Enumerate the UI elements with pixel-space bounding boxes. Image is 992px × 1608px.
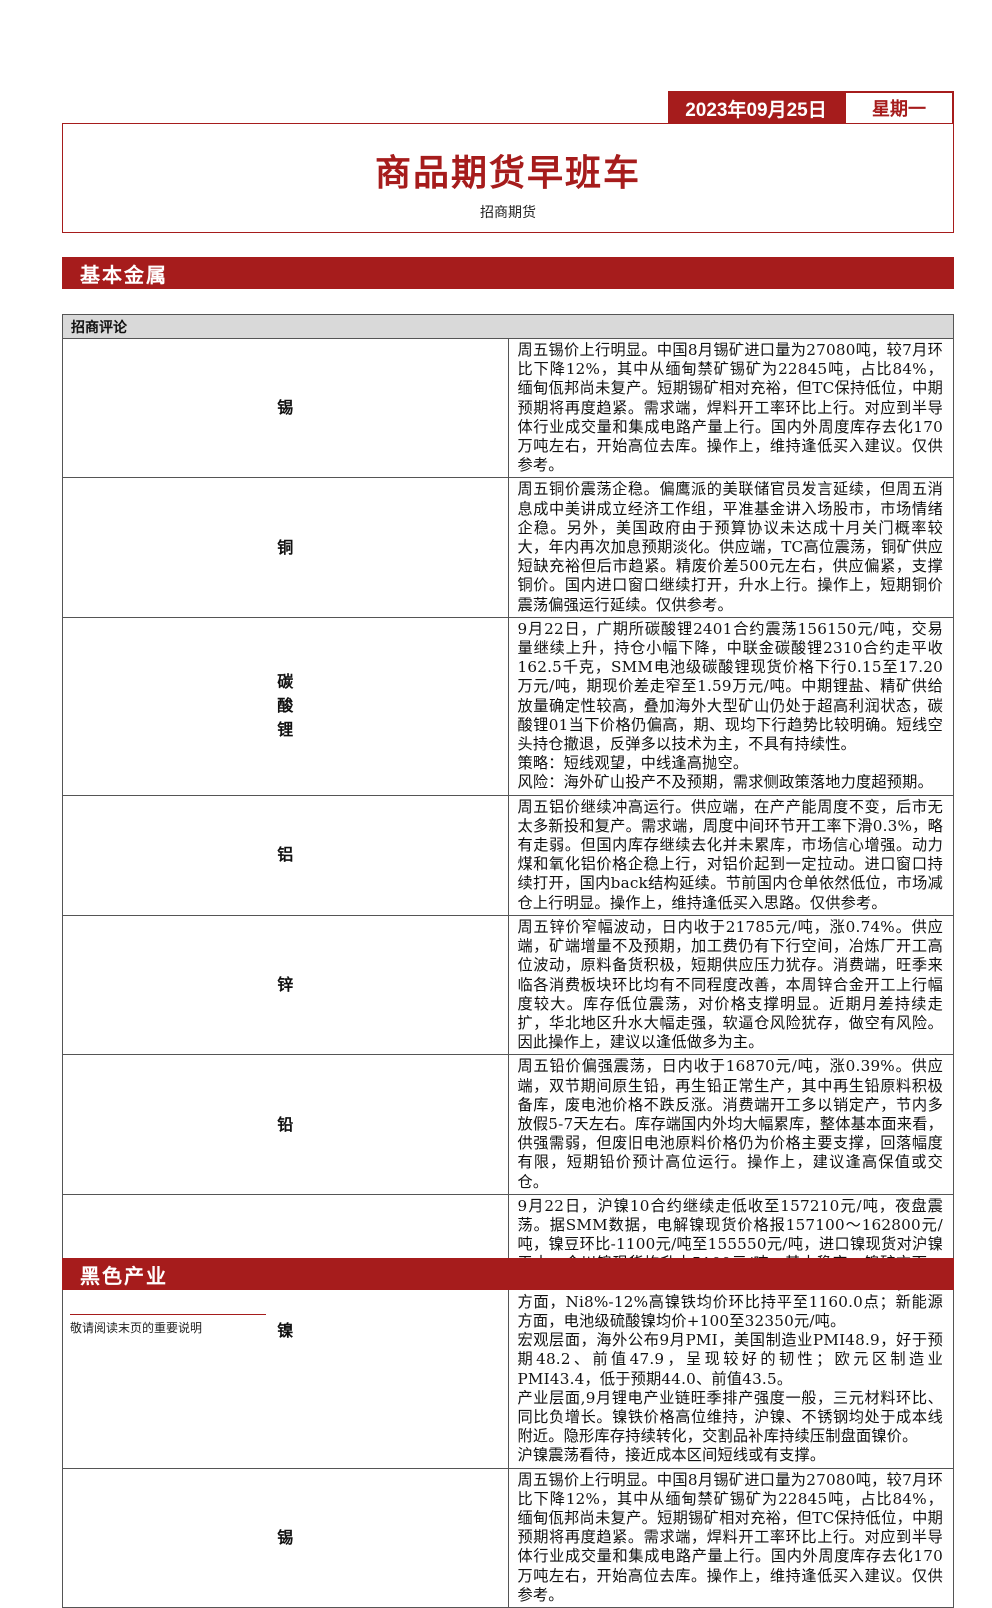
comment-paragraph: 周五锡价上行明显。中国8月锡矿进口量为27080吨，较7月环比下降12%，其中从… (517, 1470, 943, 1604)
metal-label: 铜 (62, 477, 509, 618)
publisher-name: 招商期货 (480, 205, 536, 221)
metal-label: 锡 (62, 337, 509, 479)
comment-paragraph: 风险：海外矿山投产不及预期，需求侧政策落地力度超预期。 (517, 773, 933, 792)
metal-label-char: 锡 (277, 1527, 294, 1547)
comment-paragraph: 周五锡价上行明显。中国8月锡矿进口量为27080吨，较7月环比下降12%，其中从… (517, 341, 943, 475)
comment-paragraph: 周五锌价窄幅波动，日内收于21785元/吨，涨0.74%。供应端，矿端增量不及预… (517, 917, 943, 1052)
metal-label-char: 铅 (277, 1114, 294, 1134)
report-weekday: 星期一 (844, 91, 954, 123)
section-header-ferrous: 黑色产业 (62, 1258, 954, 1290)
comment-text: 周五锡价上行明显。中国8月锡矿进口量为27080吨，较7月环比下降12%，其中从… (507, 337, 954, 479)
comment-text: 周五锌价窄幅波动，日内收于21785元/吨，涨0.74%。供应端，矿端增量不及预… (507, 914, 954, 1056)
metal-label: 锡 (62, 1467, 509, 1608)
date-bar: 2023年09月25日 星期一 (668, 91, 954, 123)
page-title: 商品期货早班车 (374, 153, 641, 194)
metal-label: 碳酸锂 (62, 616, 509, 796)
section-header-basic-metals: 基本金属 (62, 257, 954, 289)
metal-label-char: 锡 (277, 398, 294, 418)
comment-paragraph: 周五铜价震荡企稳。偏鹰派的美联储官员发言延续，但周五消息成中美讲成立经济工作组，… (517, 480, 943, 614)
metal-label: 铅 (62, 1054, 509, 1195)
comment-text: 周五铜价震荡企稳。偏鹰派的美联储官员发言延续，但周五消息成中美讲成立经济工作组，… (507, 477, 954, 618)
metal-label: 铝 (62, 794, 509, 916)
metal-label-char: 镍 (277, 1321, 294, 1341)
table-row: 锡 周五锡价上行明显。中国8月锡矿进口量为27080吨，较7月环比下降12%，其中… (62, 1467, 954, 1608)
metal-label-char: 碳 (277, 672, 294, 692)
footer-divider (70, 1314, 266, 1315)
metal-label-char: 铜 (277, 537, 294, 557)
table-row: 铅 周五铅价偏强震荡，日内收于16870元/吨，涨0.39%。供应端，双节期间原生… (62, 1054, 954, 1195)
comment-text: 周五铝价继续冲高运行。供应端，在产产能周度不变，后市无太多新投和复产。需求端，周… (507, 794, 954, 916)
comment-text: 9月22日，沪镍10合约继续走低收至157210元/吨，夜盘震荡。据SMM数据，… (507, 1193, 954, 1469)
comment-paragraph: 产业层面,9月锂电产业链旺季排产强度一般，三元材料环比、同比负增长。镍铁价格高位… (517, 1388, 943, 1446)
comment-paragraph: 9月22日，广期所碳酸锂2401合约震荡156150元/吨，交易量继续上升，持仓… (517, 619, 943, 754)
metal-label-char: 锌 (277, 975, 294, 995)
metal-label-char: 锂 (277, 720, 294, 740)
report-date: 2023年09月25日 (668, 91, 844, 123)
comment-paragraph: 周五铅价偏强震荡，日内收于16870元/吨，涨0.39%。供应端，双节期间原生铅… (517, 1057, 943, 1191)
metal-label-char: 酸 (277, 696, 294, 716)
metal-label: 锌 (62, 914, 509, 1056)
metal-label-char: 铝 (277, 845, 294, 865)
comment-table-header-row: 招商评论 (62, 314, 954, 339)
comment-text: 9月22日，广期所碳酸锂2401合约震荡156150元/吨，交易量继续上升，持仓… (507, 616, 954, 796)
comment-table: 招商评论 锡周五锡价上行明显。中国8月锡矿进口量为27080吨，较7月环比下降1… (62, 314, 954, 1608)
footer-note: 敬请阅读末页的重要说明 (70, 1321, 203, 1335)
table-row: 锡 周五锡价上行明显。中国8月锡矿进口量为27080吨，较7月环比下降12%，其中… (62, 337, 954, 479)
table-row: 锌 周五锌价窄幅波动，日内收于21785元/吨，涨0.74%。供应端，矿端增量不及… (62, 914, 954, 1056)
title-box: 商品期货早班车 招商期货 (62, 123, 954, 233)
comment-paragraph: 策略：短线观望，中线逢高抛空。 (517, 754, 749, 773)
comment-paragraph: 沪镍震荡看待，接近成本区间短线或有支撑。 (517, 1446, 826, 1465)
comment-paragraph: 周五铝价继续冲高运行。供应端，在产产能周度不变，后市无太多新投和复产。需求端，周… (517, 797, 943, 912)
comment-paragraph: 宏观层面，海外公布9月PMI，美国制造业PMI48.9，好于预期48.2、前值4… (517, 1331, 943, 1388)
comment-text: 周五铅价偏强震荡，日内收于16870元/吨，涨0.39%。供应端，双节期间原生铅… (507, 1054, 954, 1195)
comment-table-header: 招商评论 (62, 314, 954, 339)
table-row: 铜 周五铜价震荡企稳。偏鹰派的美联储官员发言延续，但周五消息成中美讲成立经济工作组… (62, 477, 954, 618)
table-row: 铝 周五铝价继续冲高运行。供应端，在产产能周度不变，后市无太多新投和复产。需求端，… (62, 794, 954, 916)
comment-text: 周五锡价上行明显。中国8月锡矿进口量为27080吨，较7月环比下降12%，其中从… (507, 1467, 954, 1608)
